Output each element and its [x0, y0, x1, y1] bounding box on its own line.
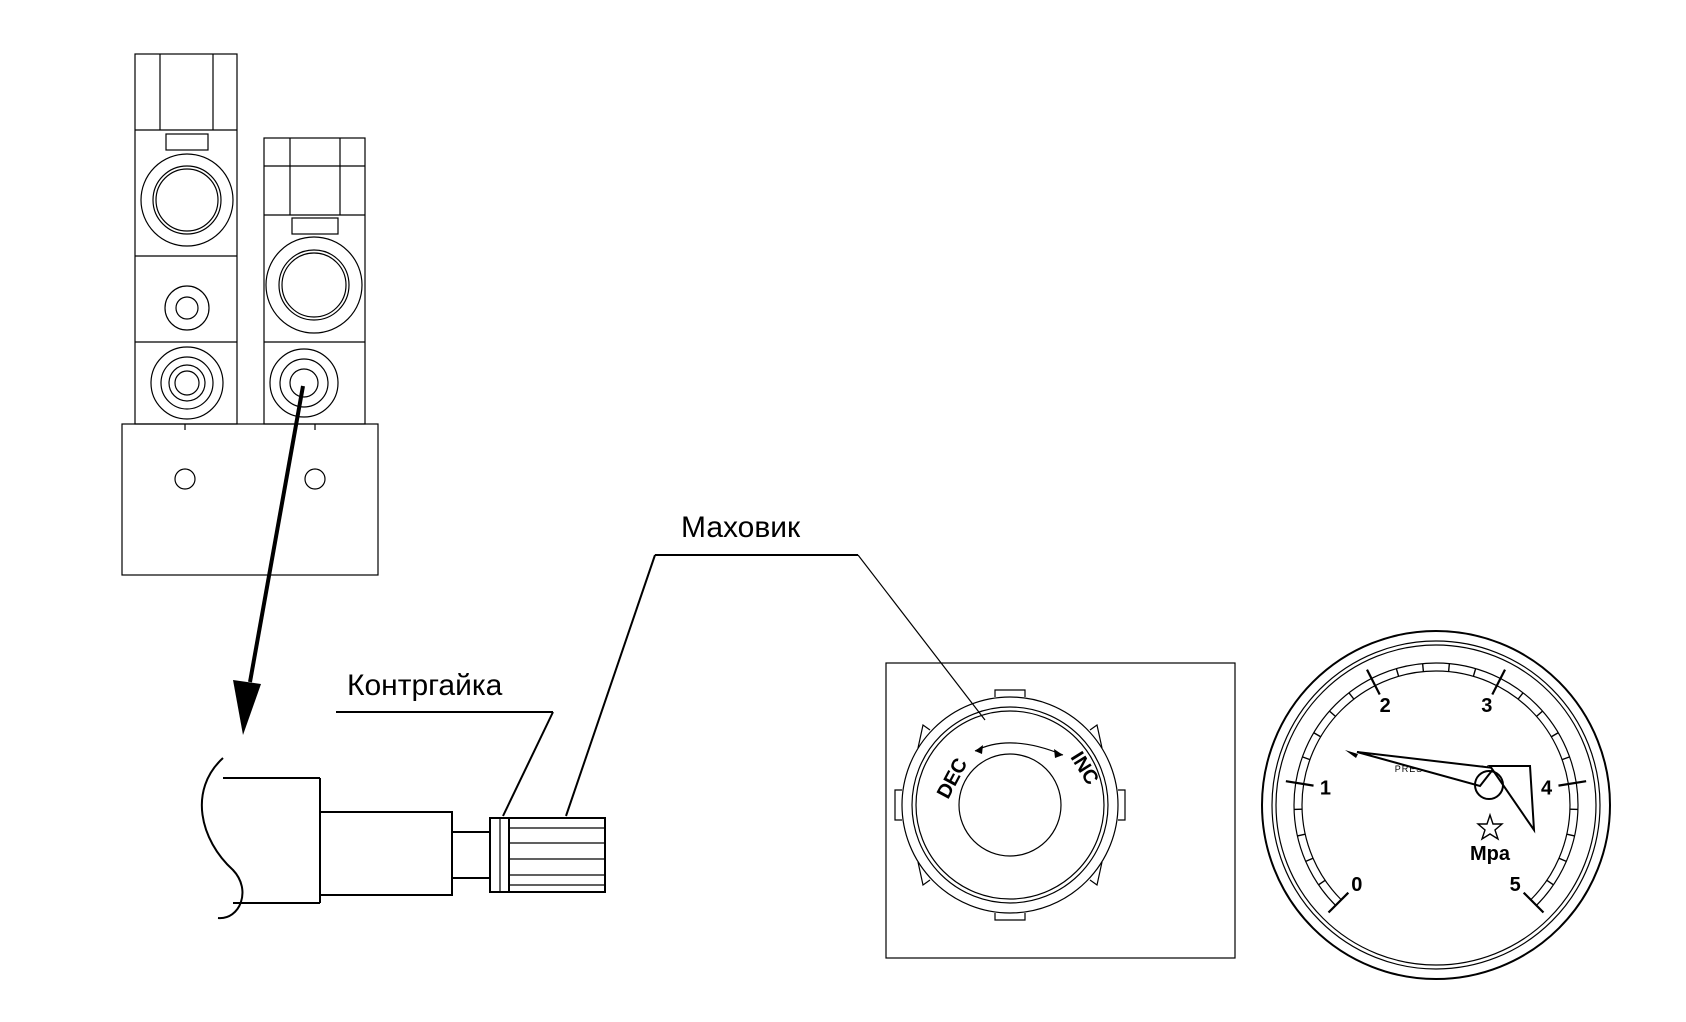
gauge-minor-tick — [1550, 732, 1559, 738]
gauge-minor-tick — [1536, 710, 1543, 717]
gauge-needle — [1356, 751, 1496, 788]
regulator-knob-front-view: DEC INC — [885, 662, 1236, 959]
gauge-minor-tick — [1517, 692, 1524, 700]
gauge-scale-ticks — [1285, 663, 1587, 914]
gauge-major-tick — [1558, 780, 1587, 787]
valve-block-assembly — [121, 53, 379, 576]
locknut-label: Контргайка — [347, 669, 503, 702]
gauge-number-5: 5 — [1510, 874, 1521, 896]
gauge-major-tick — [1491, 669, 1506, 696]
gauge-number-1: 1 — [1320, 777, 1331, 799]
gauge-minor-tick — [1302, 756, 1311, 761]
gauge-major-tick — [1366, 669, 1381, 696]
gauge-number-3: 3 — [1481, 695, 1492, 717]
gauge-hub — [1474, 770, 1504, 800]
gauge-needle-tip — [1345, 750, 1358, 758]
gauge-minor-tick — [1297, 833, 1306, 837]
gauge-minor-tick — [1348, 692, 1355, 700]
gauge-minor-tick — [1395, 668, 1400, 677]
gauge-needle-tail — [1488, 765, 1536, 834]
flywheel-label: Маховик — [681, 511, 801, 544]
gauge-minor-tick — [1305, 857, 1314, 863]
gauge-major-tick — [1285, 780, 1314, 787]
pointer-arrow — [233, 385, 305, 735]
gauge-major-tick — [1522, 891, 1545, 914]
locknut-callout: Контргайка — [336, 669, 554, 817]
gauge-minor-tick — [1318, 879, 1326, 886]
gauge-number-4: 4 — [1541, 777, 1553, 799]
inc-label: INC — [1066, 748, 1103, 789]
gauge-major-tick — [1327, 891, 1350, 914]
gauge-minor-tick — [1566, 833, 1575, 837]
flywheel-callout: Маховик — [565, 511, 986, 817]
star-icon — [1476, 812, 1504, 841]
gauge-minor-tick — [1329, 710, 1336, 717]
gauge-number-0: 0 — [1351, 874, 1362, 896]
gauge-minor-tick — [1546, 879, 1554, 886]
adjusting-screw-side-view — [200, 757, 606, 920]
gauge-minor-tick — [1421, 663, 1425, 672]
gauge-minor-tick — [1447, 663, 1451, 672]
gauge-minor-tick — [1472, 668, 1477, 677]
gauge-number-2: 2 — [1380, 695, 1391, 717]
gauge-minor-tick — [1558, 857, 1567, 863]
gauge-minor-tick — [1313, 732, 1322, 738]
gauge-minor-tick — [1561, 756, 1570, 761]
gauge-unit: Mpa — [1470, 843, 1511, 865]
gauge-scale-numbers: 0 1 2 3 4 5 — [1320, 695, 1553, 896]
